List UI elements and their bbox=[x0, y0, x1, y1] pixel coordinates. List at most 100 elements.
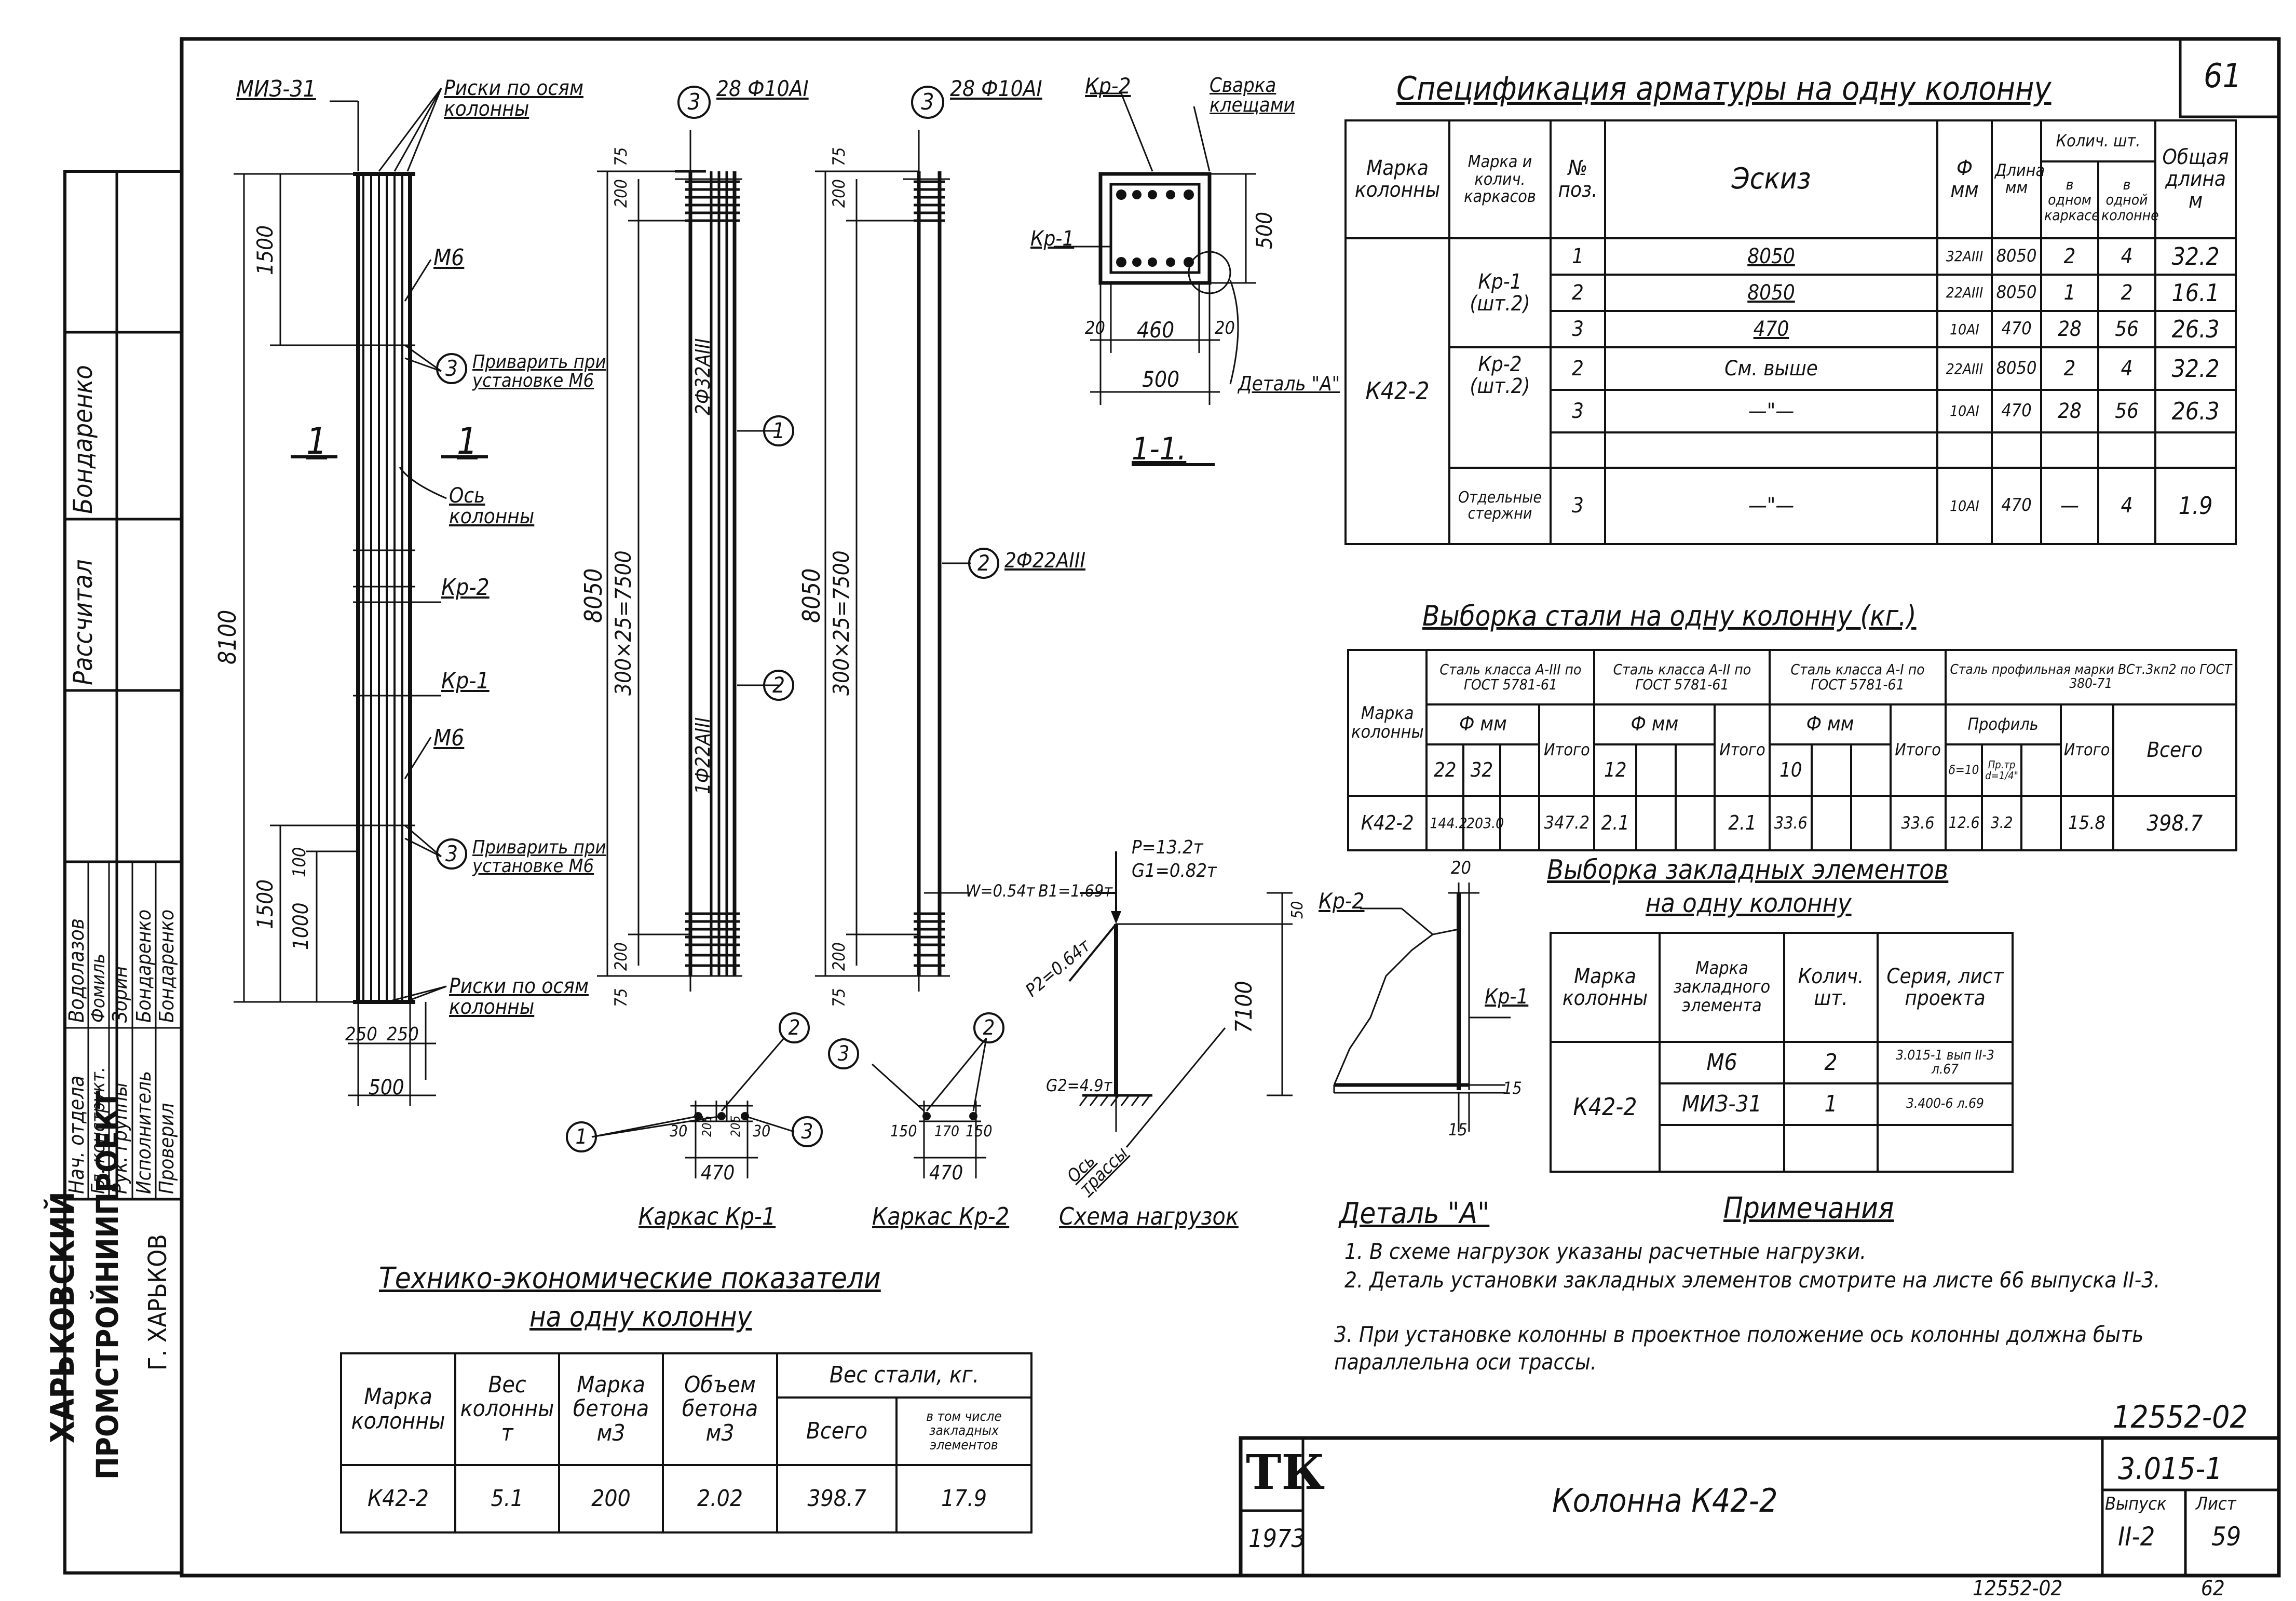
sig-role-4: Проверил bbox=[155, 1103, 178, 1194]
dim-500: 500 bbox=[369, 1076, 404, 1100]
steel-vp1: 12.6 bbox=[1944, 795, 1983, 851]
steel-empty bbox=[1850, 795, 1892, 851]
kp2-label: Кр-2 bbox=[441, 574, 490, 601]
kp1-section-circle-1: 1 bbox=[566, 1121, 597, 1152]
emb-h-mark: Марка колонны bbox=[1550, 932, 1661, 1043]
spec-cell: 22АIII bbox=[1936, 273, 1993, 313]
spec-cage-2: Кр-2 (шт.2) bbox=[1448, 346, 1552, 469]
dim-250b: 250 bbox=[387, 1024, 419, 1045]
sig-role-2: Рук. группы bbox=[108, 1082, 131, 1194]
steel-h-a2: Сталь класса А-II по ГОСТ 5781-61 bbox=[1593, 649, 1771, 705]
emb-empty bbox=[1783, 1124, 1879, 1173]
tech-title: Технико-экономические показатели bbox=[379, 1261, 881, 1295]
drawing-title: Колонна К42-2 bbox=[1552, 1482, 1778, 1519]
steel-empty bbox=[1635, 743, 1677, 797]
spec-cell: 10АI bbox=[1936, 389, 1993, 433]
detail-a-title: Деталь "А" bbox=[1339, 1197, 1490, 1230]
cage1-dim-top1: 75 bbox=[611, 147, 631, 166]
steel-mark: К42-2 bbox=[1347, 795, 1428, 851]
steel-i4: 15.8 bbox=[2059, 795, 2114, 851]
cage2-dim-total: 8050 bbox=[797, 568, 825, 623]
emb-mark: К42-2 bbox=[1550, 1041, 1661, 1173]
steel-empty bbox=[1811, 795, 1852, 851]
emb-h-qty: Колич. шт. bbox=[1783, 932, 1879, 1043]
spec-cell: 470 bbox=[1604, 310, 1938, 349]
dim-1000: 1000 bbox=[289, 902, 313, 950]
sig-name-1: Фомиль bbox=[88, 954, 109, 1023]
spec-cell: 470 bbox=[1991, 466, 2042, 546]
org-city: Г. ХАРЬКОВ bbox=[143, 1234, 172, 1371]
steel-p2: Пр.тр d=1/4" bbox=[1981, 743, 2022, 797]
kp2-section-circle-2: 2 bbox=[973, 1012, 1004, 1043]
m6-top-label: М6 bbox=[433, 245, 465, 271]
cage2-dim-bot1: 200 bbox=[829, 942, 849, 971]
section-d460: 460 bbox=[1137, 317, 1175, 343]
left-stamp bbox=[63, 170, 183, 1575]
spec-cell: 32.2 bbox=[2154, 346, 2237, 391]
spec-cell: 3 bbox=[1550, 310, 1606, 349]
spec-cell: 8050 bbox=[1991, 346, 2042, 391]
tech-table: Марка колонны Вес колонны т Марка бетона… bbox=[340, 1352, 1032, 1534]
dim-250a: 250 bbox=[345, 1024, 377, 1045]
kp1-section-circle-3: 3 bbox=[792, 1116, 823, 1147]
load-w: W=0.54т bbox=[966, 881, 1035, 901]
steel-empty bbox=[1499, 743, 1541, 797]
circle-3-bottom: 3 bbox=[436, 838, 467, 870]
emb-qty-0: 2 bbox=[1783, 1041, 1879, 1084]
axis-label: Ось колонны bbox=[449, 484, 535, 528]
sig-role-1: Гл. конструкт. bbox=[88, 1067, 109, 1194]
spec-cell: 28 bbox=[2040, 389, 2099, 433]
year: 1973 bbox=[1248, 1524, 1306, 1553]
doc-code: 12552-02 bbox=[2113, 1399, 2248, 1435]
load-g2: G2=4.9т bbox=[1046, 1076, 1112, 1095]
steel-empty bbox=[1850, 743, 1892, 797]
spec-h-qty: Колич. шт. bbox=[2040, 119, 2157, 163]
spec-column-mark: К42-2 bbox=[1344, 237, 1450, 546]
steel-h-a3: Сталь класса А-III по ГОСТ 5781-61 bbox=[1425, 649, 1596, 705]
kp2-dim-0: 150 bbox=[890, 1122, 917, 1141]
section-d500v: 500 bbox=[1252, 211, 1277, 249]
cage2-circle-2: 2 bbox=[968, 548, 999, 579]
steel-h-itogo-2: Итого bbox=[1714, 703, 1771, 797]
list-label: Лист bbox=[2196, 1494, 2236, 1514]
emb-h-ser: Серия, лист проекта bbox=[1877, 932, 2014, 1043]
cage1-dim-bot2: 75 bbox=[611, 988, 631, 1007]
sig-name-0: Водолазов bbox=[65, 918, 89, 1023]
notes-title: Примечания bbox=[1723, 1191, 1894, 1225]
steel-empty bbox=[1635, 795, 1677, 851]
steel-h-phi-3: Ф мм bbox=[1769, 703, 1892, 745]
spec-cell: 3 bbox=[1550, 389, 1606, 433]
series: 3.015-1 bbox=[2118, 1451, 2223, 1486]
spec-cell: 3 bbox=[1550, 466, 1606, 546]
steel-v12: 2.1 bbox=[1593, 795, 1638, 851]
spec-cage-3: Отдельные стержни bbox=[1448, 466, 1552, 546]
kp2-section-circle-3: 3 bbox=[828, 1038, 859, 1069]
spec-cell: 1.9 bbox=[2154, 466, 2237, 546]
section-d20a: 20 bbox=[1085, 318, 1105, 338]
detail-d15b: 15 bbox=[1448, 1120, 1468, 1139]
steel-i1: 347.2 bbox=[1538, 795, 1596, 851]
spec-cell: 2 bbox=[2040, 237, 2099, 276]
detail-kp1: Кр-1 bbox=[1485, 985, 1529, 1009]
steel-i2: 2.1 bbox=[1714, 795, 1771, 851]
dim-100: 100 bbox=[289, 847, 310, 877]
kp1-total: 470 bbox=[701, 1161, 735, 1184]
spec-table: Марка колонны Марка и колич. каркасов № … bbox=[1344, 119, 2237, 546]
steel-p1: δ=10 bbox=[1944, 743, 1983, 797]
kp2-dim-1: 170 bbox=[934, 1122, 960, 1139]
section-detail-ref: Деталь "А" bbox=[1238, 372, 1340, 395]
steel-h-itogo-4: Итого bbox=[2059, 703, 2114, 797]
spec-empty bbox=[1936, 431, 1993, 469]
cage2-dim-bot2: 75 bbox=[829, 988, 849, 1007]
tech-concrete: 200 bbox=[558, 1464, 664, 1534]
cage1-bar1: 2Ф32АIII bbox=[691, 338, 714, 415]
spec-cell: 2 bbox=[2097, 273, 2157, 313]
miz-label: МИЗ-31 bbox=[236, 76, 316, 102]
cage1-circle-3: 3 bbox=[677, 86, 711, 119]
dim-1500-top: 1500 bbox=[252, 225, 278, 275]
sig-name-2: Зорин bbox=[108, 966, 131, 1023]
section-kp1: Кр-1 bbox=[1030, 227, 1075, 251]
emb-title2: на одну колонну bbox=[1646, 888, 1852, 918]
tech-h-steel: Вес стали, кг. bbox=[776, 1352, 1032, 1399]
